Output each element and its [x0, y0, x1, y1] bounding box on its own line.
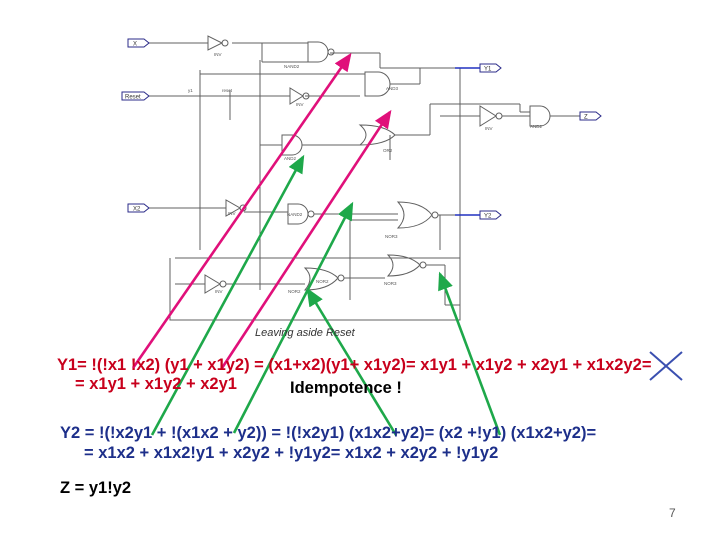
gate-label: NOR2 [316, 279, 329, 284]
port-x [127, 38, 150, 48]
arrow-green-3 [306, 287, 398, 436]
wire-label: reset [222, 88, 233, 93]
gate-label: NAND2 [284, 64, 300, 69]
gate-label: INV [215, 289, 223, 294]
gate-label: AND2 [284, 156, 297, 161]
schematic-caption: Leaving aside Reset [255, 327, 355, 339]
port-label-x2: X2 [133, 207, 141, 213]
port-z [579, 111, 602, 121]
port-y2 [479, 210, 502, 220]
port-label-y2: Y2 [484, 214, 492, 220]
gate-label: AND3 [386, 86, 399, 91]
y2-equation-line2: = x1x2 + x1x2!y1 + x2y2 + !y1y2= x1x2 + … [84, 444, 499, 462]
gate-label: OR2 [383, 148, 393, 153]
port-label-x: X [133, 42, 137, 48]
gate-label: NOR3 [385, 234, 398, 239]
gate-label: AND2 [530, 124, 543, 129]
arrow-magenta-1 [131, 52, 352, 369]
port-label-z: Z [584, 115, 588, 121]
strikeout-mark [649, 351, 683, 381]
port-label-y1: Y1 [484, 67, 492, 73]
arrow-green-4 [438, 271, 502, 436]
y2-equation-line1: Y2 = !(!x2y1 + !(x1x2 + y2)) = !(!x2y1) … [60, 424, 597, 442]
gate-label: NAND2 [287, 212, 303, 217]
magenta-arrows [131, 52, 392, 369]
gate-label: NOR2 [288, 289, 301, 294]
gate-label: INV [228, 211, 236, 216]
gate-label: INV [296, 102, 304, 107]
port-y1 [479, 63, 502, 73]
y1-equation-line1: Y1= !(!x1 !x2) (y1 + x1y2) = (x1+x2)(y1+… [57, 356, 652, 374]
gate-label: INV [485, 126, 493, 131]
idempotence-note: Idempotence ! [290, 379, 402, 397]
arrow-green-1 [150, 154, 305, 436]
port-label-reset: Reset [125, 95, 141, 101]
page-number: 7 [669, 506, 676, 520]
port-reset [121, 91, 150, 101]
z-equation: Z = y1!y2 [60, 479, 132, 497]
arrow-green-2 [232, 201, 354, 434]
gate-label: NOR3 [384, 281, 397, 286]
arrow-magenta-2 [220, 109, 392, 369]
wire-label: y1 [188, 88, 193, 93]
gate-label: INV [214, 52, 222, 57]
port-x2 [127, 203, 150, 213]
y1-equation-line2: = x1y1 + x1y2 + x2y1 [75, 375, 237, 393]
green-arrows [150, 154, 502, 436]
